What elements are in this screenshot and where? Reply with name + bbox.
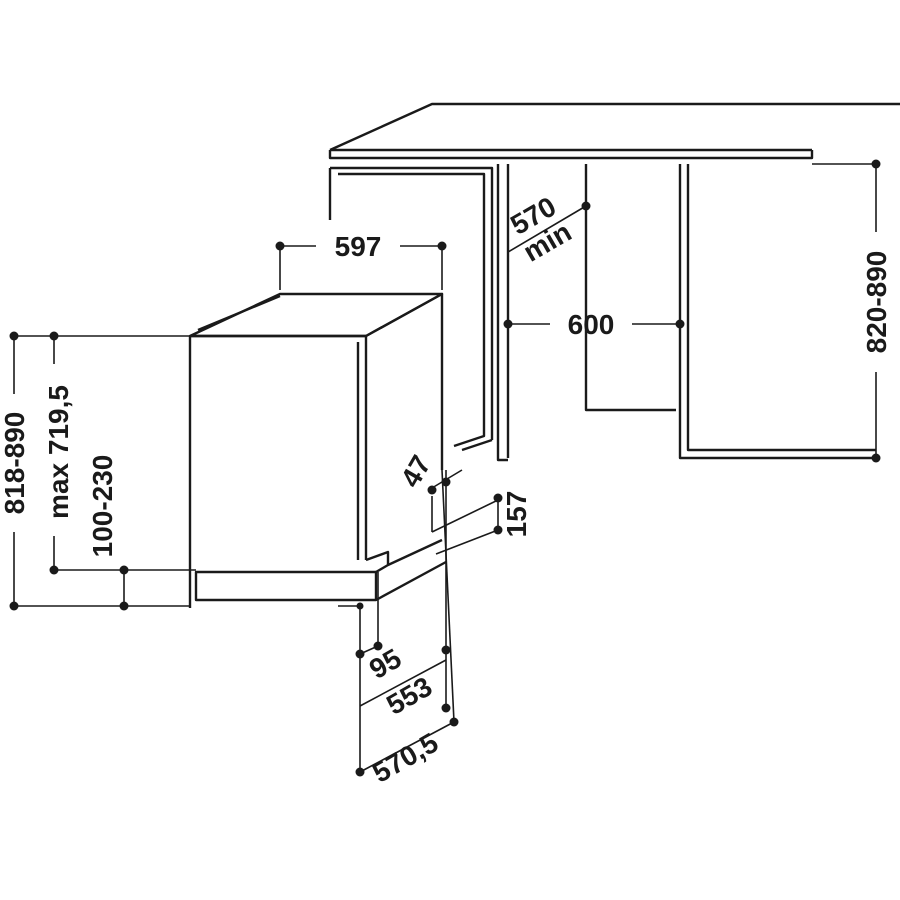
dimension-597: 597 <box>275 231 447 290</box>
dimension-point <box>373 641 383 651</box>
dimension-point <box>493 525 503 535</box>
dimension-point <box>427 485 437 495</box>
dimension-100-230: 100-230 <box>87 455 129 611</box>
label-597: 597 <box>335 231 382 262</box>
dimension-point <box>9 331 19 341</box>
dimension-point <box>119 565 129 575</box>
dimension-95: 95 <box>355 572 406 772</box>
dimension-max-719-5: max 719,5 <box>43 331 196 575</box>
dimension-47: 47 <box>395 450 463 660</box>
dimension-point <box>275 241 285 251</box>
dimension-point <box>356 602 364 610</box>
dimension-570-5: 570,5 <box>338 469 459 789</box>
dimension-point <box>503 319 513 329</box>
dimension-point <box>355 767 365 777</box>
dimension-820-890: 820-890 <box>812 159 892 463</box>
cabinet-niche <box>328 102 900 462</box>
dimension-point <box>441 645 451 655</box>
dimension-point <box>871 159 881 169</box>
dimension-600: 600 <box>503 309 685 340</box>
dimension-point <box>871 453 881 463</box>
label-818-890: 818-890 <box>0 412 30 515</box>
dimension-point <box>581 201 591 211</box>
label-600: 600 <box>568 309 615 340</box>
dimension-157: 157 <box>431 491 532 555</box>
label-570-5: 570,5 <box>367 727 443 789</box>
dimension-point <box>9 601 19 611</box>
dimension-point <box>437 241 447 251</box>
dimension-point <box>675 319 685 329</box>
dishwasher-body <box>188 292 447 608</box>
dimension-point <box>493 493 503 503</box>
dimension-570-min: 570 min <box>505 191 591 268</box>
dimension-point <box>119 601 129 611</box>
dimension-point <box>449 717 459 727</box>
label-820-890: 820-890 <box>861 251 892 354</box>
dimension-point <box>49 565 59 575</box>
dimension-818-890: 818-890 <box>0 331 190 611</box>
dimension-point <box>441 477 451 487</box>
dimension-point <box>441 703 451 713</box>
dimension-point <box>355 649 365 659</box>
dimension-point <box>49 331 59 341</box>
label-max-719-5: max 719,5 <box>43 385 74 519</box>
label-100-230: 100-230 <box>87 455 118 558</box>
label-157: 157 <box>501 491 532 538</box>
